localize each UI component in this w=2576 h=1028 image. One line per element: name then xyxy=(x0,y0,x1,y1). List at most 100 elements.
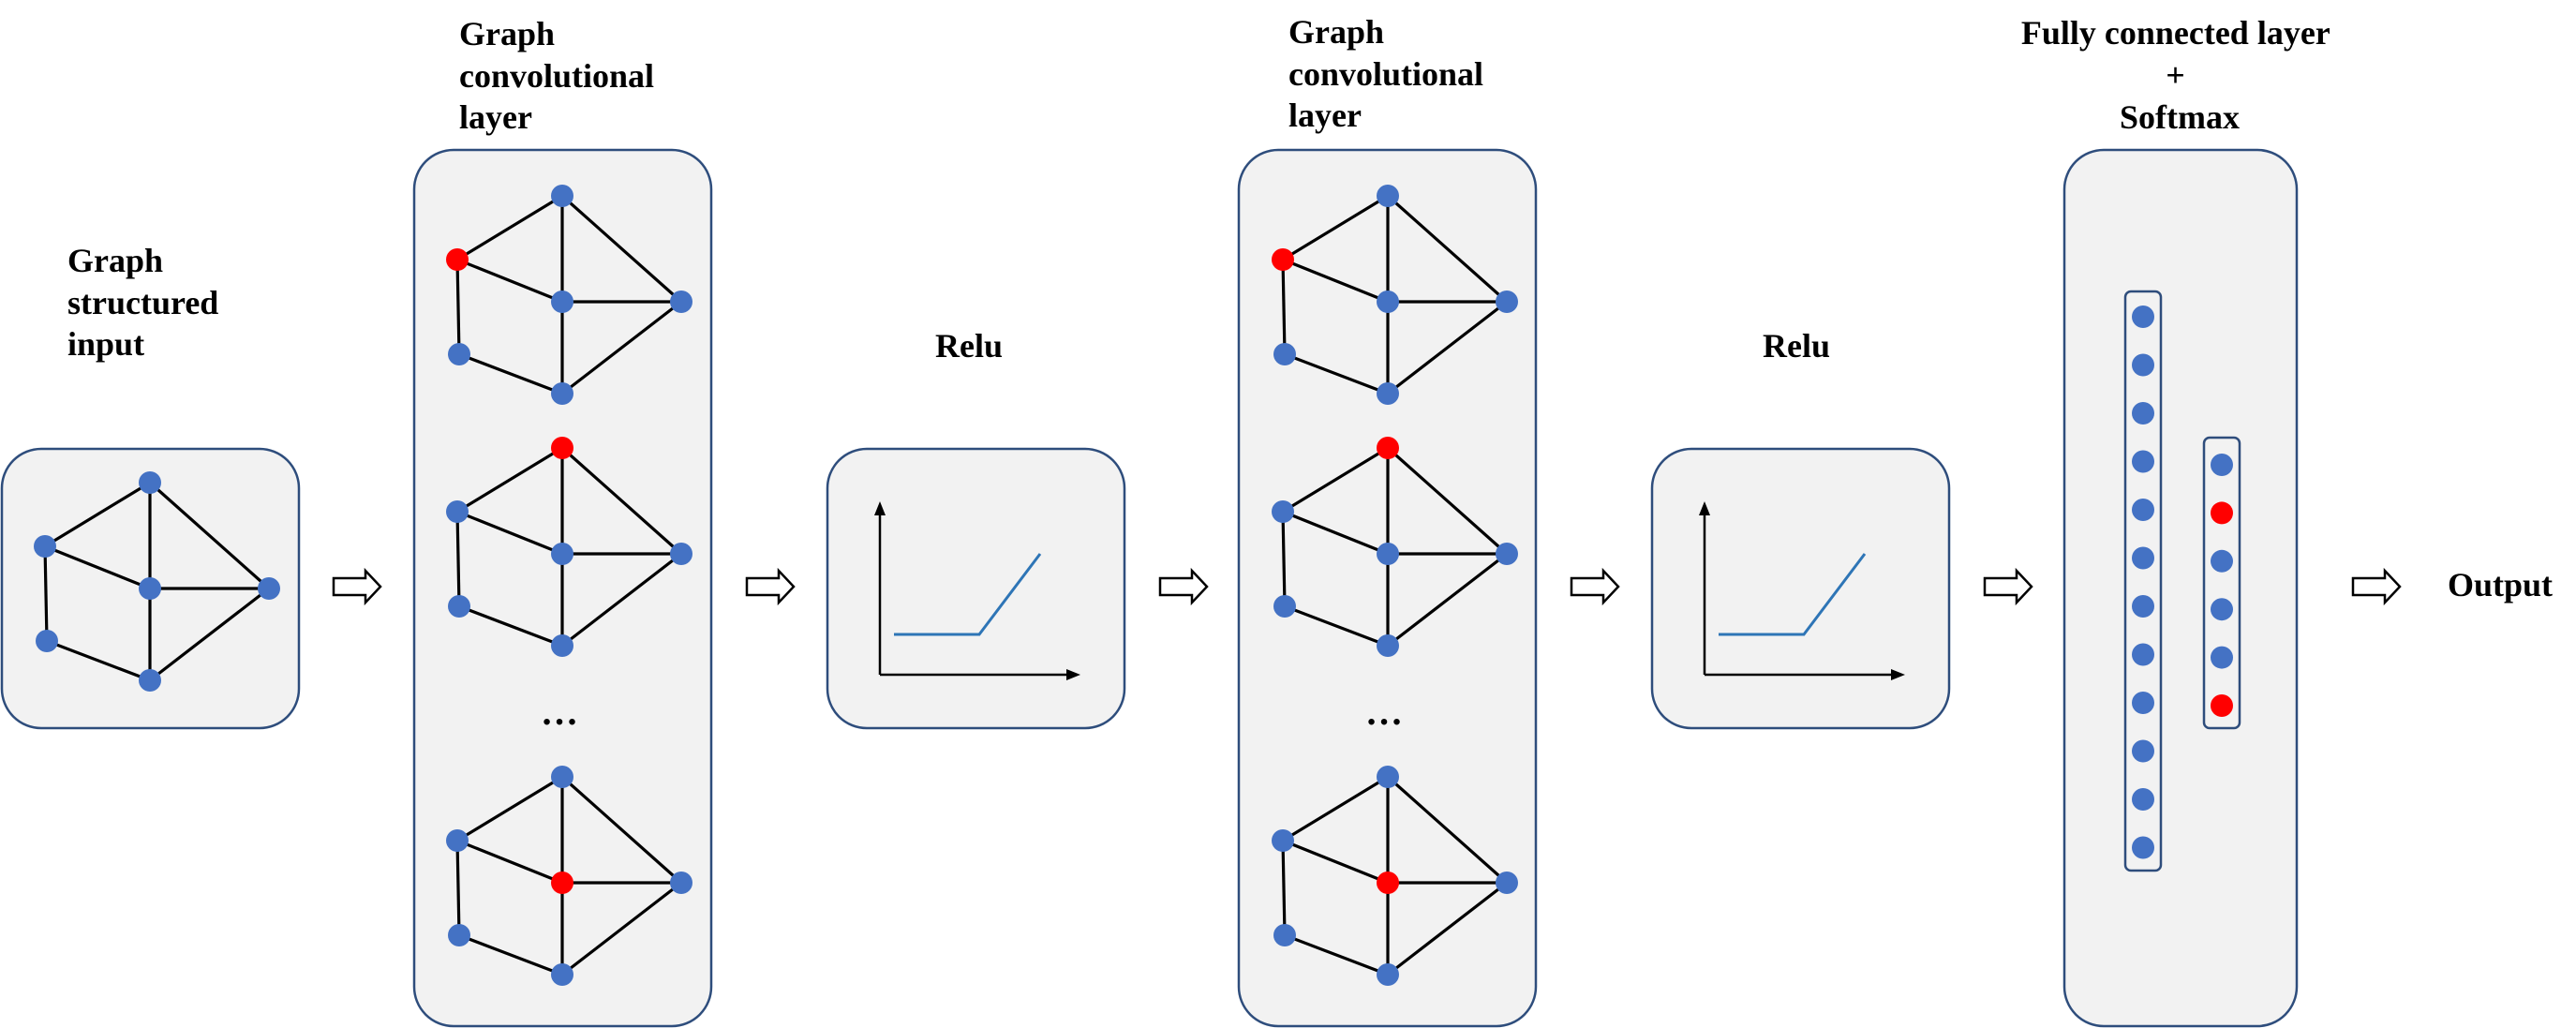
relu-1-curve xyxy=(894,553,1042,636)
graph-node xyxy=(1377,543,1399,565)
softmax-output-vector-box xyxy=(2202,436,2241,730)
graph-edge xyxy=(43,545,49,642)
fc-softmax-label-line-2: + xyxy=(2166,56,2185,94)
graph-edge xyxy=(458,604,563,648)
flow-arrow-1 xyxy=(332,567,382,606)
graph-edge xyxy=(1282,775,1389,842)
fc-hidden-unit xyxy=(2132,499,2154,521)
flow-arrow-6 xyxy=(2351,567,2402,606)
graph-node xyxy=(446,500,469,523)
softmax-output-unit-highlighted xyxy=(2211,501,2233,525)
relu-1-panel xyxy=(826,447,1126,730)
flow-arrow-3 xyxy=(1158,567,1209,606)
relu-2-x-arrowhead-icon xyxy=(1891,669,1905,680)
gcn-layer-1-label-line-2: convolutional xyxy=(459,57,654,95)
relu-2-label: Relu xyxy=(1763,327,1830,365)
graph-edge xyxy=(44,544,151,590)
graph-node xyxy=(139,471,161,494)
graph-edge xyxy=(1282,194,1389,261)
output-label: Output xyxy=(2448,566,2553,603)
graph-node xyxy=(551,291,573,313)
relu-1-plot xyxy=(874,501,1080,680)
fc-hidden-unit xyxy=(2132,836,2154,859)
graph-edge xyxy=(456,510,563,556)
graph-node xyxy=(670,543,692,565)
graph-edge xyxy=(1281,259,1287,355)
graph-edge xyxy=(561,552,682,648)
graph-node xyxy=(551,185,573,207)
graph-edge xyxy=(44,481,151,548)
graph-node xyxy=(551,766,573,788)
graph-node xyxy=(1496,291,1518,313)
graph-node xyxy=(551,634,573,657)
fc-softmax-label-line-1: Fully connected layer xyxy=(2021,14,2330,52)
graph-edge xyxy=(1387,300,1508,395)
softmax-output-unit xyxy=(2211,598,2233,621)
gcn-layer-2-label-line-2: convolutional xyxy=(1288,55,1483,93)
gcn-layer-1-label: Graph convolutional layer xyxy=(459,15,663,136)
relu-2-stage: Relu xyxy=(1650,327,1951,730)
input-label-line-1: Graph xyxy=(67,242,163,279)
fc-hidden-unit xyxy=(2132,450,2154,473)
softmax-output-unit xyxy=(2211,454,2233,476)
graph-node xyxy=(670,872,692,894)
input-graph xyxy=(34,471,280,692)
fc-softmax-label-line-3: Softmax xyxy=(2120,98,2240,136)
graph-node xyxy=(551,543,573,565)
graph-node xyxy=(551,963,573,986)
graph-edge xyxy=(1386,446,1509,556)
graph-node xyxy=(670,291,692,313)
graph-edge xyxy=(455,511,461,607)
graph-edge xyxy=(458,933,563,976)
graph-edge xyxy=(560,775,683,885)
softmax-output-unit-highlighted xyxy=(2211,694,2233,717)
graph-edge xyxy=(148,481,271,590)
gcn-layer-2-stage: Graph convolutional layer … xyxy=(1237,13,1538,1028)
graph-edge xyxy=(456,258,563,304)
gcn-layer-1-ellipsis: … xyxy=(541,691,578,733)
input-label-line-3: input xyxy=(67,325,144,363)
graph-node xyxy=(1377,963,1399,986)
graph-edge xyxy=(561,300,682,395)
graph-node-highlighted xyxy=(551,437,573,459)
graph-node xyxy=(1272,829,1294,852)
fc-hidden-unit xyxy=(2132,788,2154,811)
graph-node xyxy=(1273,343,1296,365)
graph-edge xyxy=(1284,604,1389,648)
graph-edge xyxy=(456,194,563,261)
graph-node xyxy=(139,577,161,600)
fc-hidden-unit xyxy=(2132,643,2154,666)
gcn-layer-2-graph-2 xyxy=(1272,437,1518,657)
graph-edge xyxy=(560,446,683,556)
graph-node xyxy=(139,669,161,692)
softmax-output-units xyxy=(2211,454,2233,717)
graph-node xyxy=(1496,872,1518,894)
relu-2-plot xyxy=(1699,501,1905,680)
gcn-layer-1-label-line-1: Graph xyxy=(459,15,555,52)
softmax-output-unit xyxy=(2211,549,2233,573)
graph-node xyxy=(1377,291,1399,313)
fc-hidden-unit xyxy=(2132,739,2154,763)
graph-edge xyxy=(149,587,270,682)
block-arrow-right-icon xyxy=(2351,567,2402,606)
graph-node xyxy=(448,343,470,365)
graph-edge xyxy=(456,839,563,885)
graph-node xyxy=(34,535,56,558)
input-stage: Graph structured input xyxy=(0,242,301,730)
fc-hidden-unit xyxy=(2132,595,2154,618)
graph-node xyxy=(1377,185,1399,207)
block-arrow-right-icon xyxy=(1983,567,2033,606)
flow-arrow-5 xyxy=(1983,567,2033,606)
gcn-layer-2-graph-1 xyxy=(1272,185,1518,405)
gcn-layer-1-graph-3 xyxy=(446,766,692,986)
graph-edge xyxy=(1284,352,1389,395)
graph-edge xyxy=(560,194,683,304)
graph-node xyxy=(1496,543,1518,565)
graph-node xyxy=(258,577,280,600)
fc-hidden-unit xyxy=(2132,402,2154,425)
graph-edge xyxy=(456,775,563,842)
graph-edge xyxy=(1281,511,1287,607)
flow-arrow-2 xyxy=(745,567,796,606)
flow-arrow-4 xyxy=(1570,567,1620,606)
fc-hidden-unit xyxy=(2132,353,2154,377)
